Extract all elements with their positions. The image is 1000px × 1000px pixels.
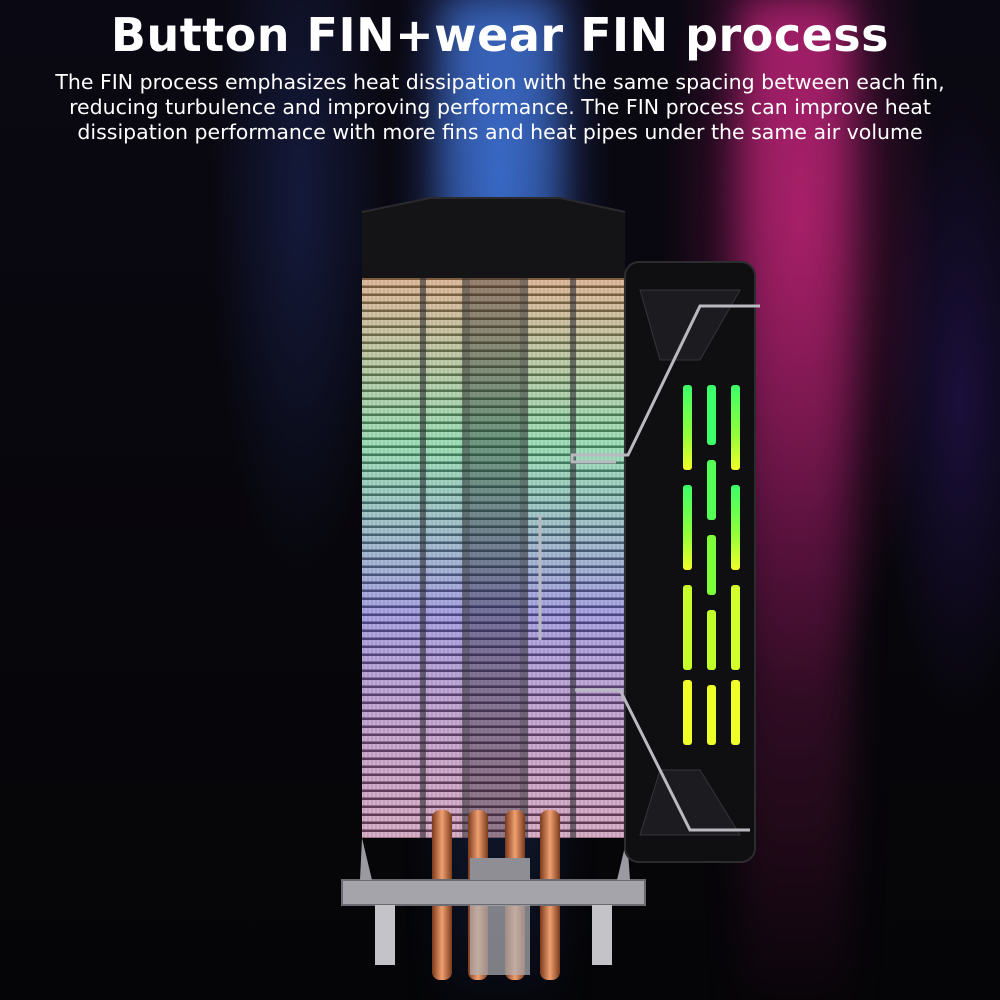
rgb-fan	[624, 261, 756, 863]
description-text: The FIN process emphasizes heat dissipat…	[55, 70, 945, 144]
mounting-bracket	[341, 838, 646, 975]
page-title: Button FIN+wear FIN process	[110, 8, 890, 62]
fan-clip-wires	[538, 304, 760, 832]
magenta-light-stripe	[740, 0, 850, 1000]
top-cover	[361, 197, 626, 278]
heatsink-fins	[362, 278, 627, 838]
fan-led-strips	[683, 385, 740, 745]
